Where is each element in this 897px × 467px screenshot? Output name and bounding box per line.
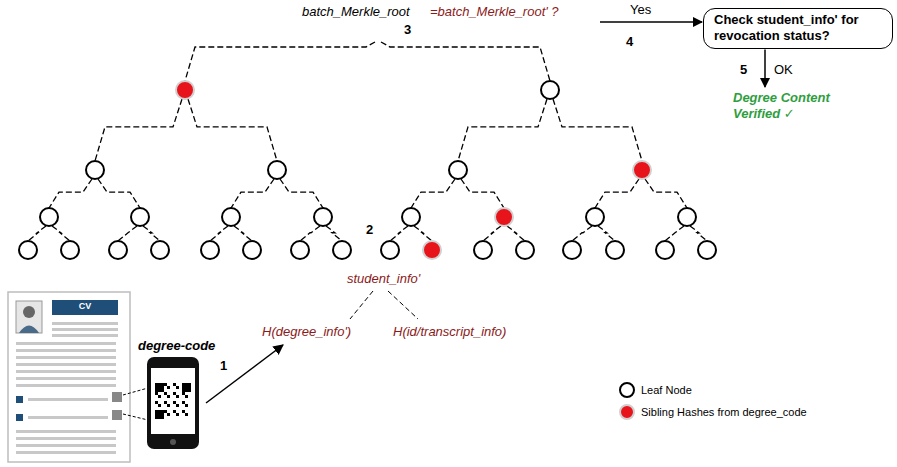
leaf-node [222,208,240,226]
leaf-node [333,241,351,259]
tree-branch [143,226,160,241]
leaf-node [449,161,467,179]
leaf-node [86,161,104,179]
tree-branch [280,179,323,208]
tree-branch [185,42,375,81]
hash-input: H(id/transcript_info) [393,324,506,340]
step-number: 1 [220,358,227,374]
tree-branch [49,179,92,208]
step-number: 2 [366,222,373,238]
split-line [388,291,418,319]
leaf-node [61,241,79,259]
leaf-node [474,241,492,259]
leaf-node [291,241,309,259]
tree-branch [598,226,615,241]
tree-branch [458,99,547,161]
leaf-node [19,241,37,259]
leaf-node [201,241,219,259]
leaf-node [151,241,169,259]
step-number: 5 [740,62,747,78]
leaf-node [402,208,420,226]
leaf-node [606,241,624,259]
tree-branch [507,226,525,241]
step-number: 3 [404,22,411,38]
legend: Leaf NodeSibling Hashes from degree_code [618,379,807,423]
tree-branch [381,42,550,81]
leaf-value: student_info' [347,271,420,287]
leaf-node [698,241,716,259]
branch-label: Yes [630,2,651,18]
tree-branch [411,179,455,208]
hash-input: H(degree_info') [262,324,351,340]
sibling-hash [495,208,513,226]
leaf-node [109,241,127,259]
box-text: Check student_info' for revocation statu… [714,12,882,45]
legend-item: Leaf Node [618,379,807,401]
tree-branch [483,226,501,241]
tree-branch [390,226,408,241]
tree-branch [595,179,639,208]
tree-branch [234,226,252,241]
legend-item: Sibling Hashes from degree_code [618,401,807,423]
sibling-hash [176,81,194,99]
leaf-node [40,208,58,226]
leaf-node [563,241,581,259]
leaf-node [516,241,534,259]
leaf-node [268,161,286,179]
leaf-node [656,241,674,259]
tree-branch [210,226,228,241]
tree-branch [98,179,140,208]
arrow-5 [764,50,766,88]
cv-header: CV [52,301,118,312]
tree-branch [95,99,182,161]
decision-box: Check student_info' for revocation statu… [703,8,893,49]
tree-branch [645,179,687,208]
legend-swatch [618,403,636,421]
leaf-node [314,208,332,226]
tree-branch [231,179,274,208]
arrow-1 [206,345,283,403]
legend-text: Sibling Hashes from degree_code [641,406,807,418]
phone-qr [147,357,199,449]
tree-branch [553,99,642,161]
leaf-node [381,241,399,259]
leaf-node [243,241,261,259]
merkle-tree [19,42,716,259]
result-text: Degree Content Verified ✓ [733,90,845,121]
sibling-hash [423,241,441,259]
code-label: degree-code [138,338,215,354]
leaf-node [586,208,604,226]
tree-branch [690,226,707,241]
tree-branch [300,226,320,241]
root-label: batch_Merkle_root [302,4,410,20]
tree-branch [326,226,342,241]
cv-document [8,292,148,462]
leaf-node [678,208,696,226]
tree-branch [461,179,504,208]
tree-branch [414,226,432,241]
leaf-node [541,81,559,99]
leaf-node [131,208,149,226]
tree-branch [118,226,137,241]
legend-text: Leaf Node [641,384,692,396]
root-compare: =batch_Merkle_root' ? [430,4,559,20]
tree-branch [52,226,70,241]
split-line [350,291,373,319]
tree-branch [28,226,46,241]
sibling-hash [633,161,651,179]
tree-branch [665,226,684,241]
step-number: 4 [626,34,633,50]
tree-branch [572,226,592,241]
branch-label: OK [774,62,793,78]
tree-branch [188,99,277,161]
legend-swatch [618,381,636,399]
arrow-4 [600,21,702,23]
